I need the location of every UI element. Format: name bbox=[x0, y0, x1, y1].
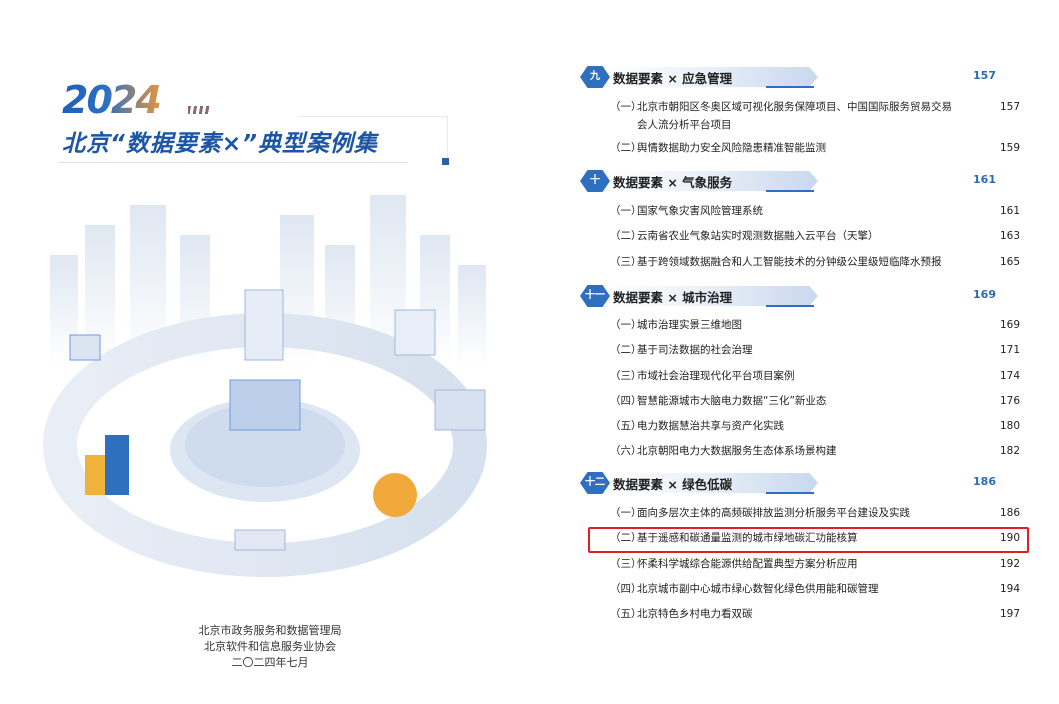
toc-section[interactable]: 九 数据要素 × 应急管理 157 bbox=[580, 66, 996, 88]
section-number-badge: 十 bbox=[580, 170, 610, 192]
entry-label: （四） bbox=[610, 583, 642, 595]
section-title: 数据要素 × 城市治理 bbox=[613, 290, 733, 305]
entry-title: 北京市朝阳区冬奥区域可视化服务保障项目、中国国际服务贸易交易会人流分析平台项目 bbox=[637, 101, 952, 131]
entry-title: 基于跨领域数据融合和人工智能技术的分钟级公里级短临降水预报 bbox=[637, 256, 942, 268]
publisher-info: 北京市政务服务和数据管理局 北京软件和信息服务业协会 二〇二四年七月 bbox=[180, 623, 360, 671]
entry-title: 市域社会治理现代化平台项目案例 bbox=[637, 370, 795, 382]
entry-label: （三） bbox=[610, 370, 642, 382]
entry-page-number: 159 bbox=[999, 142, 1020, 154]
banner-underline bbox=[766, 190, 814, 192]
entry-title: 怀柔科学城综合能源供给配置典型方案分析应用 bbox=[637, 558, 858, 570]
entry-page-number: 161 bbox=[999, 205, 1020, 217]
section-banner bbox=[602, 67, 818, 87]
section-page-number: 169 bbox=[973, 288, 996, 301]
highlight-box bbox=[588, 527, 1029, 553]
cover-year: 2024 bbox=[62, 78, 162, 122]
section-banner bbox=[602, 171, 818, 191]
entry-label: （一） bbox=[610, 319, 642, 331]
entry-page-number: 171 bbox=[999, 344, 1020, 356]
cover-title: 北京“数据要素×”典型案例集 bbox=[62, 131, 378, 157]
banner-underline bbox=[766, 492, 814, 494]
section-title: 数据要素 × 应急管理 bbox=[613, 71, 733, 86]
entry-page-number: 169 bbox=[999, 319, 1020, 331]
section-page-number: 161 bbox=[973, 173, 996, 186]
publisher-2: 北京软件和信息服务业协会 bbox=[204, 640, 336, 653]
entry-label: （二） bbox=[610, 230, 642, 242]
entry-title: 城市治理实景三维地图 bbox=[637, 319, 742, 331]
entry-page-number: 182 bbox=[999, 445, 1020, 457]
entry-page-number: 197 bbox=[999, 608, 1020, 620]
smart-city-illustration bbox=[43, 195, 487, 577]
entry-title: 北京朝阳电力大数据服务生态体系场景构建 bbox=[637, 445, 837, 457]
entry-label: （四） bbox=[610, 395, 642, 407]
entry-title: 北京特色乡村电力看双碳 bbox=[637, 608, 753, 620]
section-title: 数据要素 × 绿色低碳 bbox=[613, 477, 733, 492]
entry-label: （六） bbox=[610, 445, 642, 457]
section-banner bbox=[602, 473, 818, 493]
section-banner bbox=[602, 286, 818, 306]
publisher-1: 北京市政务服务和数据管理局 bbox=[198, 624, 342, 637]
entry-title: 北京城市副中心城市绿心数智化绿色供用能和碳管理 bbox=[637, 583, 879, 595]
entry-page-number: 186 bbox=[999, 507, 1020, 519]
entry-page-number: 194 bbox=[999, 583, 1020, 595]
entry-label: （三） bbox=[610, 256, 642, 268]
title-divider bbox=[58, 162, 408, 163]
entry-label: （一） bbox=[610, 205, 642, 217]
toc-section[interactable]: 十二 数据要素 × 绿色低碳 186 bbox=[580, 472, 996, 494]
entry-page-number: 165 bbox=[999, 256, 1020, 268]
entry-title: 舆情数据助力安全风险隐患精准智能监测 bbox=[637, 142, 826, 154]
entry-title: 电力数据慧治共享与资产化实践 bbox=[637, 420, 784, 432]
entry-title: 基于遥感和碳通量监测的城市绿地碳汇功能核算 bbox=[637, 532, 858, 544]
entry-title: 国家气象灾害风险管理系统 bbox=[637, 205, 763, 217]
entry-label: （五） bbox=[610, 420, 642, 432]
entry-label: （三） bbox=[610, 558, 642, 570]
entry-title: 云南省农业气象站实时观测数据融入云平台（天擎） bbox=[637, 230, 879, 242]
section-number-badge: 九 bbox=[580, 66, 610, 88]
entry-page-number: 190 bbox=[999, 532, 1020, 544]
entry-page-number: 180 bbox=[999, 420, 1020, 432]
section-page-number: 186 bbox=[973, 475, 996, 488]
publication-date: 二〇二四年七月 bbox=[231, 656, 309, 669]
entry-label: （五） bbox=[610, 608, 642, 620]
section-number-badge: 十一 bbox=[580, 285, 610, 307]
section-title: 数据要素 × 气象服务 bbox=[613, 175, 733, 190]
title-frame bbox=[300, 116, 448, 164]
banner-underline bbox=[766, 305, 814, 307]
table-of-contents: 九 数据要素 × 应急管理 157 （一） 北京市朝阳区冬奥区域可视化服务保障项目… bbox=[570, 0, 1040, 704]
entry-page-number: 192 bbox=[999, 558, 1020, 570]
entry-title: 基于司法数据的社会治理 bbox=[637, 344, 753, 356]
entry-title: 智慧能源城市大脑电力数据“三化”新业态 bbox=[637, 395, 827, 407]
entry-page-number: 176 bbox=[999, 395, 1020, 407]
entry-label: （二） bbox=[610, 142, 642, 154]
section-page-number: 157 bbox=[973, 69, 996, 82]
decorative-dashes bbox=[188, 106, 210, 114]
toc-section[interactable]: 十一 数据要素 × 城市治理 169 bbox=[580, 285, 996, 307]
entry-label: （一） bbox=[610, 507, 642, 519]
entry-page-number: 163 bbox=[999, 230, 1020, 242]
section-number-badge: 十二 bbox=[580, 472, 610, 494]
entry-label: （二） bbox=[610, 344, 642, 356]
banner-underline bbox=[766, 86, 814, 88]
entry-title: 面向多层次主体的高频碳排放监测分析服务平台建设及实践 bbox=[637, 507, 910, 519]
toc-section[interactable]: 十 数据要素 × 气象服务 161 bbox=[580, 170, 996, 192]
cover-page: 2024 北京“数据要素×”典型案例集 北京市政务服务和数据管理局 北京软件和信… bbox=[43, 78, 487, 671]
entry-page-number: 174 bbox=[999, 370, 1020, 382]
entry-page-number: 157 bbox=[999, 101, 1020, 113]
entry-label: （一） bbox=[610, 101, 642, 113]
decorative-square bbox=[442, 158, 449, 165]
entry-label: （二） bbox=[610, 532, 642, 544]
